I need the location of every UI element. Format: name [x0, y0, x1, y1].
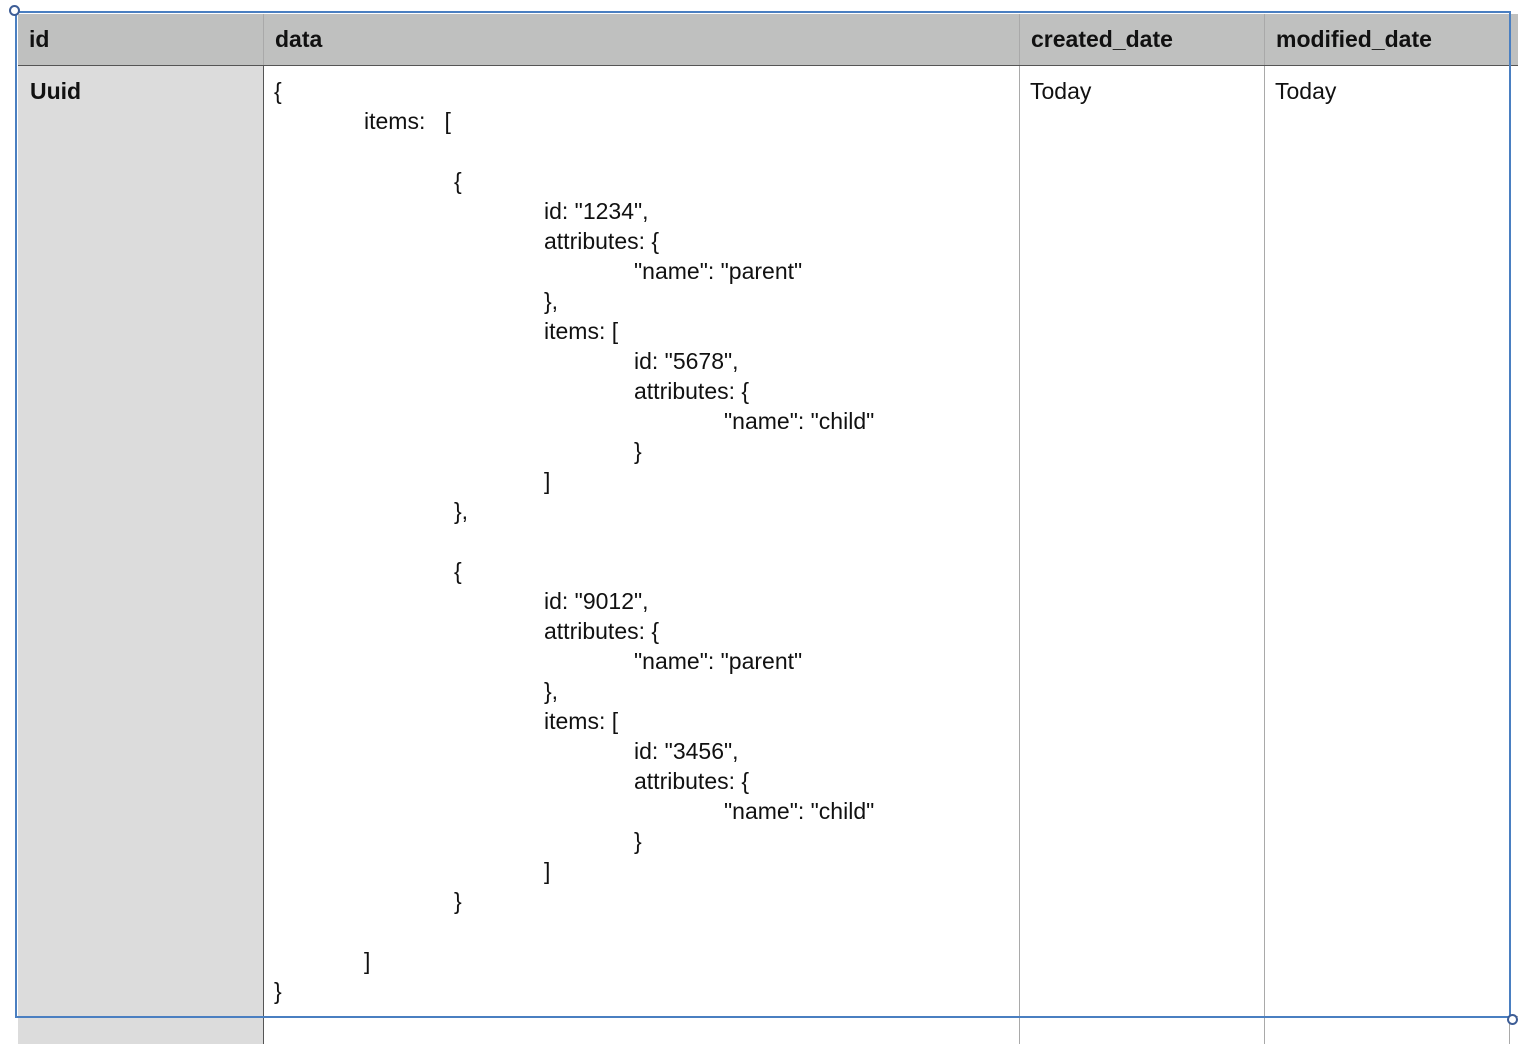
id-column-background — [18, 66, 264, 1044]
json-line: { — [454, 558, 462, 584]
column-divider — [1019, 66, 1020, 1044]
header-data[interactable]: data — [264, 14, 1020, 65]
json-line: ] — [544, 468, 551, 494]
table-header-row: id data created_date modified_date — [18, 14, 1518, 66]
json-line: attributes: { — [544, 228, 660, 254]
json-line: "name": "child" — [724, 798, 875, 824]
cell-data[interactable]: { items: [ { id: "1234", attributes: { "name"… — [264, 66, 1019, 1016]
json-line: id: "3456", — [634, 738, 739, 764]
cell-modified-date[interactable]: Today — [1275, 78, 1337, 104]
json-line: attributes: { — [634, 768, 750, 794]
json-line: ] — [544, 858, 551, 884]
json-line: attributes: { — [634, 378, 750, 404]
json-line: items: [ — [364, 108, 451, 134]
header-modified-date[interactable]: modified_date — [1265, 14, 1510, 65]
column-divider — [1264, 66, 1265, 1044]
json-line: ] — [364, 948, 371, 974]
selection-handle-bottom-right[interactable] — [1507, 1014, 1518, 1025]
header-created-date[interactable]: created_date — [1020, 14, 1265, 65]
json-line: } — [634, 438, 642, 464]
json-line: id: "1234", — [544, 198, 649, 224]
header-id[interactable]: id — [18, 14, 264, 65]
json-line: { — [454, 168, 462, 194]
json-line: }, — [454, 498, 469, 524]
json-line: items: [ — [544, 318, 619, 344]
json-line: items: [ — [544, 708, 619, 734]
json-line: "name": "parent" — [634, 648, 803, 674]
json-line: attributes: { — [544, 618, 660, 644]
column-divider — [1509, 66, 1510, 1044]
json-line: { — [274, 78, 282, 104]
json-line: id: "5678", — [634, 348, 739, 374]
json-line: "name": "child" — [724, 408, 875, 434]
json-line: "name": "parent" — [634, 258, 803, 284]
json-line: } — [634, 828, 642, 854]
json-line: id: "9012", — [544, 588, 649, 614]
selection-handle-top-left[interactable] — [9, 5, 20, 16]
json-line: } — [274, 978, 282, 1004]
cell-id[interactable]: Uuid — [30, 78, 82, 104]
json-line: }, — [544, 288, 559, 314]
json-line: }, — [544, 678, 559, 704]
row-divider — [18, 1016, 1518, 1017]
cell-created-date[interactable]: Today — [1030, 78, 1092, 104]
json-line: } — [454, 888, 462, 914]
